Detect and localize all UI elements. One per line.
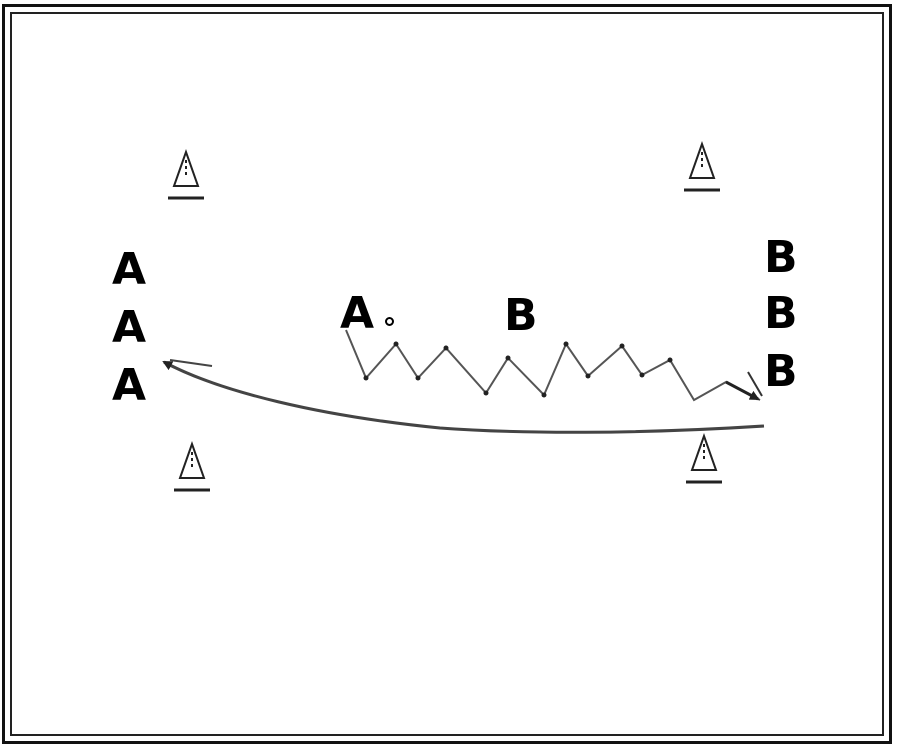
- player-a-1: A: [112, 244, 147, 295]
- diagram-outer-frame: [2, 4, 892, 744]
- player-a-3: A: [112, 360, 147, 411]
- cone-icon: [174, 440, 210, 492]
- dribble-path: [345, 329, 761, 402]
- cone-icon: [168, 148, 204, 200]
- diagram-inner-frame: [10, 12, 884, 736]
- cone-icon: [684, 140, 720, 192]
- player-b-2: B: [764, 288, 798, 339]
- defender-player: B: [504, 290, 538, 341]
- dribble-arrow: [725, 380, 760, 401]
- return-run-arrow: [162, 360, 765, 434]
- dribble-arrow-tick: [747, 371, 763, 397]
- return-run-arrow-tail: [169, 359, 213, 367]
- player-a-2: A: [112, 302, 147, 353]
- cone-icon: [686, 432, 722, 484]
- ball-icon: [385, 317, 394, 326]
- player-b-3: B: [764, 346, 798, 397]
- player-b-1: B: [764, 232, 798, 283]
- dribbler-player: A: [340, 288, 375, 339]
- dribble-path-points: [363, 341, 673, 398]
